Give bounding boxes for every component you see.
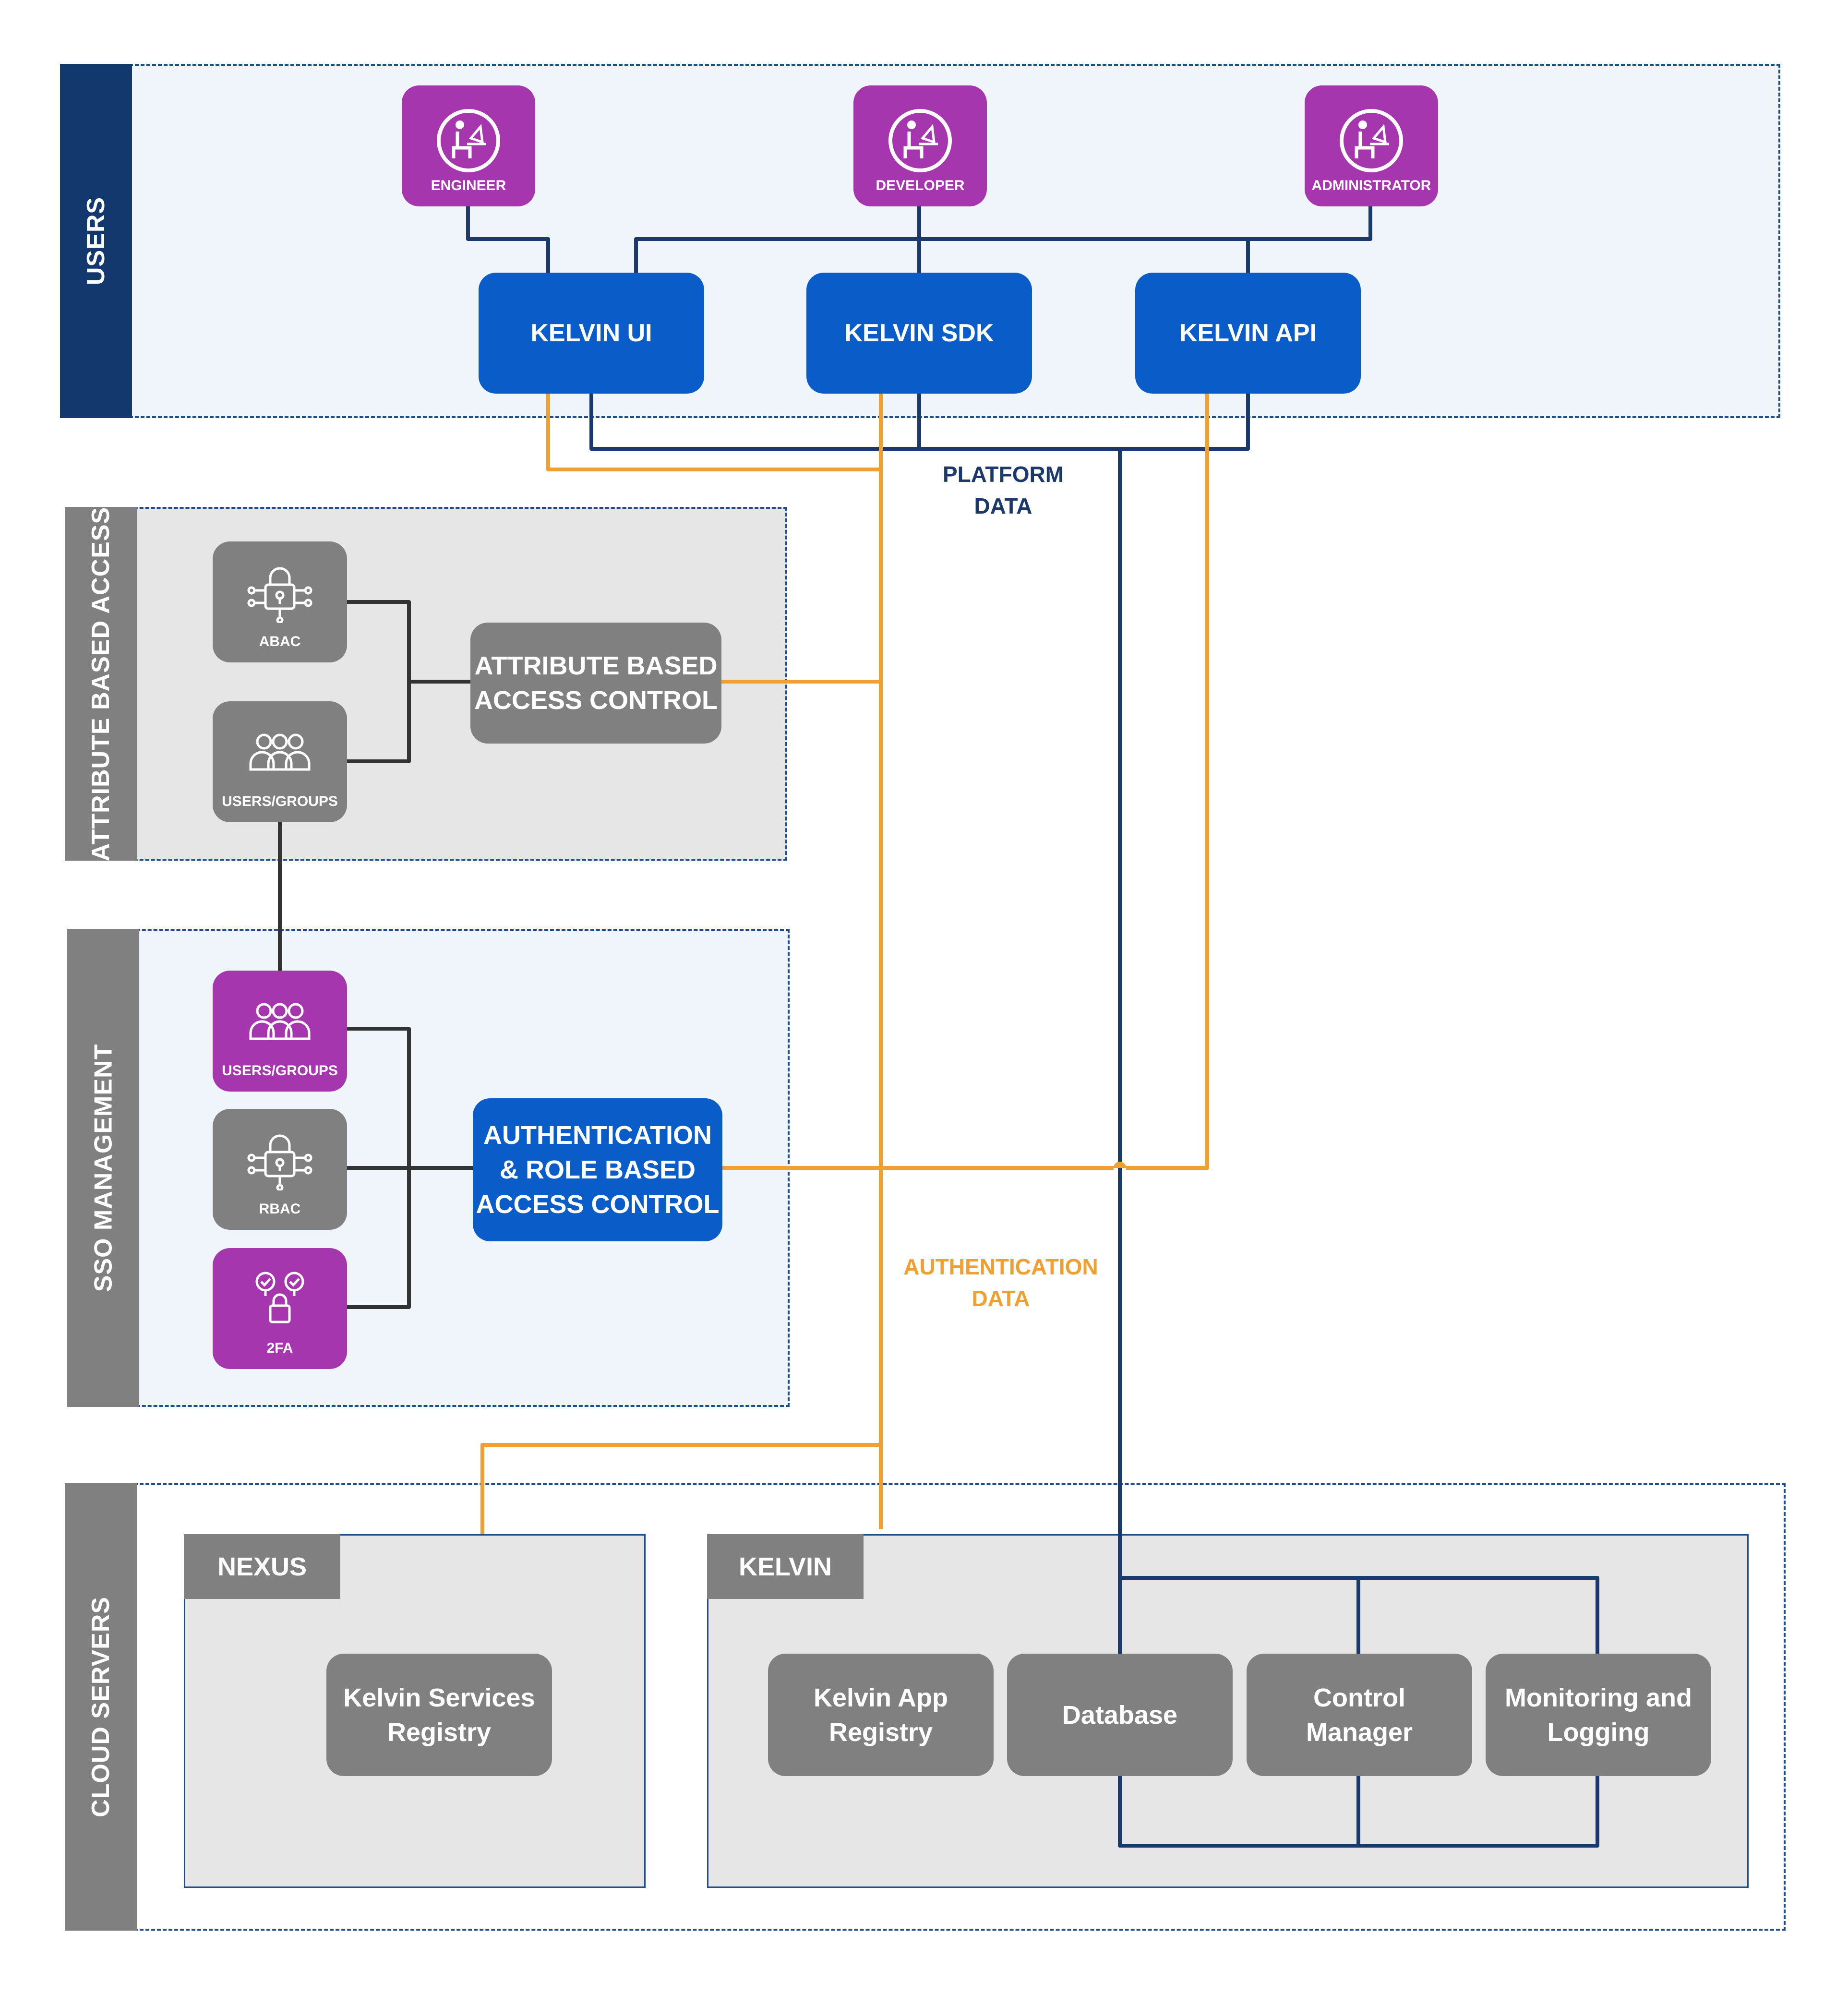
padlock-network-icon [247,1134,312,1190]
link-engineer-ui [466,206,550,274]
cloud-section-label: CLOUD SERVERS [65,1483,137,1931]
twofa-box: 2FA [213,1248,347,1369]
attribute-based-access-control-box: ATTRIBUTE BASED ACCESS CONTROL [470,623,721,744]
engineer-label: ENGINEER [431,178,506,193]
person-at-desk-icon [437,109,500,172]
kelvin-tab: KELVIN [707,1534,864,1599]
nexus-tab: NEXUS [184,1534,340,1599]
kelvin-ui-box: KELVIN UI [479,273,704,394]
platform-data-label: PLATFORM DATA [942,462,1064,518]
person-at-desk-icon [1340,109,1403,172]
authentication-data-label: AUTHENTICATION DATA [903,1254,1098,1311]
two-factor-lock-icon [255,1272,304,1323]
monitoring-logging-box: Monitoring and Logging [1486,1654,1711,1776]
auth-link-ui [546,394,881,471]
sso-users-groups-label: USERS/GROUPS [222,1063,338,1079]
sso-users-groups-box: USERS/GROUPS [213,971,347,1092]
kelvin-sdk-box: KELVIN SDK [806,273,1032,394]
auth-link-rbac [722,449,1209,1170]
kelvin-services-registry-box: Kelvin Services Registry [326,1654,552,1776]
authentication-rbac-box: AUTHENTICATION & ROLE BASED ACCESS CONTR… [473,1098,722,1241]
database-box: Database [1007,1654,1233,1776]
auth-hop [1114,1162,1126,1168]
engineer-persona: ENGINEER [402,85,535,206]
padlock-network-icon [247,567,312,623]
person-at-desk-icon [888,109,952,172]
abac-users-groups-label: USERS/GROUPS [222,793,338,809]
link-users-bus [634,206,1372,274]
kelvin-api-box: KELVIN API [1135,273,1361,394]
users-section-label: USERS [60,64,132,418]
sso-section-label: SSO MANAGEMENT [67,929,139,1407]
developer-persona: DEVELOPER [853,85,987,206]
twofa-label: 2FA [266,1340,293,1356]
link-abac-control [347,600,411,763]
abac-box: ABAC [213,541,347,662]
control-manager-box: Control Manager [1247,1654,1472,1776]
administrator-label: ADMINISTRATOR [1311,178,1431,193]
auth-link-nexus [480,1443,881,1534]
users-group-icon [249,1003,311,1040]
abac-label: ABAC [259,634,301,649]
services-bus-top [1120,1576,1599,1654]
kelvin-app-registry-box: Kelvin App Registry [768,1654,994,1776]
abac-users-groups-box: USERS/GROUPS [213,701,347,822]
rbac-box: RBAC [213,1109,347,1230]
rbac-label: RBAC [259,1201,301,1217]
administrator-persona: ADMINISTRATOR [1305,85,1438,206]
developer-label: DEVELOPER [876,178,965,193]
users-group-icon [249,733,311,771]
abac-section-label: ATTRIBUTE BASED ACCESS [65,506,137,861]
